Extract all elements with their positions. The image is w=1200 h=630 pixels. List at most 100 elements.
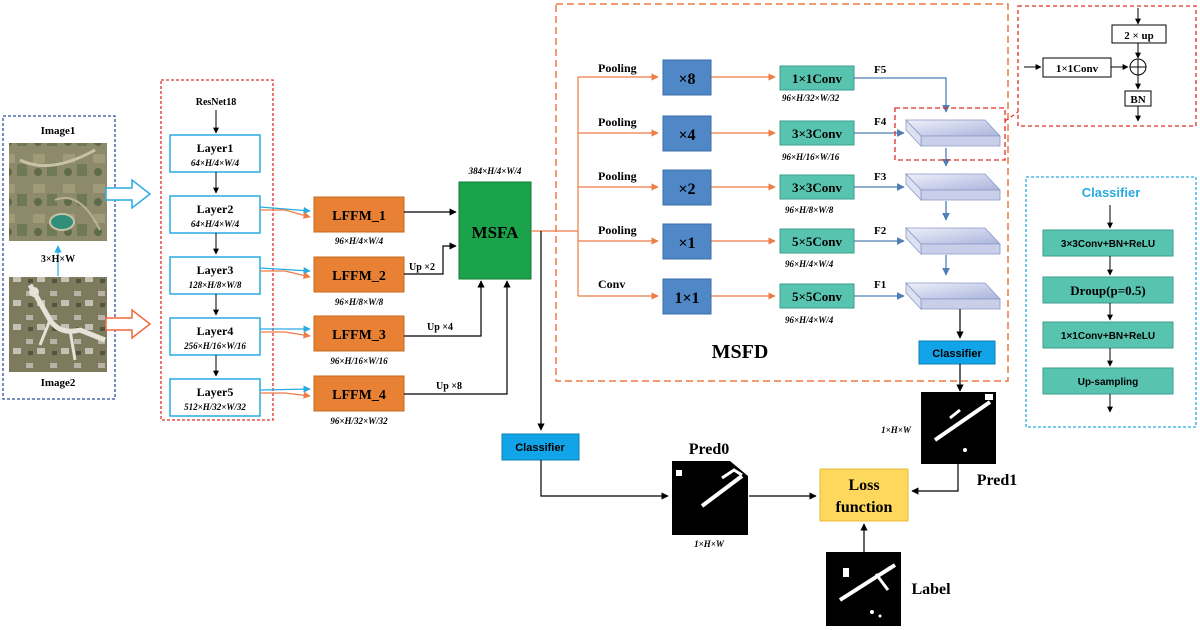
branch-dims: 96×H/4×W/4: [785, 315, 834, 325]
layer-name: Layer3: [197, 263, 234, 277]
branch-op: Pooling: [598, 61, 637, 75]
msfa-output-lines: [531, 230, 578, 431]
upsample-label-4: Up ×4: [427, 322, 453, 333]
loss-function-block: [819, 468, 909, 522]
lffm-label: LFFM_1: [332, 209, 386, 224]
layer-name: Layer1: [197, 141, 234, 155]
branch-dims: 96×H/4×W/4: [785, 259, 834, 269]
branch-dims: 96×H/8×W/8: [785, 205, 834, 215]
branch-conv: 5×5Conv: [792, 234, 843, 249]
branch-scale: ×1: [678, 235, 695, 252]
msfd-classifier-block: [918, 340, 996, 365]
label-mask: [826, 552, 901, 626]
msfa-classifier-block: [501, 433, 580, 461]
pred1-size: 1×H×W: [881, 425, 912, 435]
fusion-up-block: [1111, 24, 1167, 44]
msfa-classifier-label: Classifier: [515, 442, 565, 454]
branch-op: Pooling: [598, 169, 637, 183]
branch-op: Pooling: [598, 223, 637, 237]
encoder-layer-4: Layer4 256×H/16×W/16: [169, 317, 261, 356]
branch-scale: 1×1: [674, 290, 699, 307]
fusion-detail-frame: [1017, 5, 1197, 127]
loss-label-line2: function: [836, 499, 893, 516]
encoder-layer-3: Layer3 128×H/8×W/8: [169, 256, 261, 295]
classifier-step-2: [1042, 276, 1174, 304]
lffm-label: LFFM_4: [332, 388, 386, 403]
classifier-step-2-label: Droup(p=0.5): [1070, 283, 1145, 298]
msfd-branch-f1: Conv 1×1 5×5Conv 96×H/4×W/4 F1: [598, 277, 886, 325]
fusion-detail-link: [1004, 111, 1019, 122]
layer-name: Layer5: [197, 385, 234, 399]
feature-plane-f2: [905, 226, 1001, 256]
branch-feature: F5: [874, 64, 887, 76]
feature-plane-f3: [905, 172, 1001, 202]
branch-conv: 5×5Conv: [792, 289, 843, 304]
branch-feature: F4: [874, 116, 887, 128]
fusion-bn-label: BN: [1130, 94, 1145, 106]
branch-conv: 1×1Conv: [792, 71, 843, 86]
image1-label: Image1: [41, 125, 76, 137]
input-size-label: 3×H×W: [41, 254, 75, 265]
layer-name: Layer4: [197, 324, 234, 338]
pred1-to-loss-arrow: [911, 464, 959, 495]
encoder-to-lffm-arrows: [259, 206, 311, 399]
msfa-label: MSFA: [472, 223, 520, 242]
encoder-layer-1: Layer1 64×H/4×W/4: [169, 134, 261, 173]
encoder-layer-2: Layer2 64×H/4×W/4: [169, 195, 261, 234]
msfd-feature-links: [854, 77, 950, 300]
lffm-4-block: LFFM_4 96×H/32×W/32: [313, 375, 405, 426]
fusion-up-label: 2 × up: [1124, 30, 1154, 42]
lffm-dims: 96×H/16×W/16: [330, 356, 388, 366]
lffm-1-block: LFFM_1 96×H/4×W/4: [313, 196, 405, 246]
encoder-frame: [160, 79, 274, 421]
msfd-branch-f3: Pooling ×2 3×3Conv 96×H/8×W/8 F3: [598, 169, 887, 215]
branch-op: Conv: [598, 277, 625, 291]
branch-scale: ×8: [678, 71, 695, 88]
branch-feature: F1: [874, 279, 886, 291]
image2-label: Image2: [41, 377, 76, 389]
branch-dims: 96×H/32×W/32: [782, 93, 840, 103]
branch-conv: 3×3Conv: [792, 180, 843, 195]
msfd-frame: [555, 3, 1009, 382]
msfd-classifier-label: Classifier: [932, 348, 982, 360]
lffm-label: LFFM_2: [332, 269, 386, 284]
lffm-to-msfa-arrows: [404, 208, 511, 395]
msfa-dims: 384×H/4×W/4: [468, 166, 522, 176]
msfd-branch-f2: Pooling ×1 5×5Conv 96×H/4×W/4 F2: [598, 223, 887, 269]
encoder-layer-5: Layer5 512×H/32×W/32: [169, 378, 261, 417]
branch-scale: ×2: [678, 181, 695, 198]
lffm-dims: 96×H/4×W/4: [335, 236, 384, 246]
msfd-branch-arrows: [578, 73, 776, 300]
pred1-label: Pred1: [977, 472, 1018, 489]
layer-dims: 128×H/8×W/8: [189, 280, 242, 290]
layer-dims: 512×H/32×W/32: [184, 402, 246, 412]
label-caption: Label: [911, 581, 951, 598]
upsample-label-8: Up ×8: [436, 381, 462, 392]
image1-input-arrow: [105, 178, 152, 210]
msfd-branch-f5: Pooling ×8 1×1Conv 96×H/32×W/32 F5: [598, 59, 887, 103]
loss-label-line1: Loss: [848, 477, 879, 494]
classifier-step-4: [1042, 367, 1174, 395]
lffm-dims: 96×H/8×W/8: [335, 297, 384, 307]
branch-scale: ×4: [678, 127, 695, 144]
classifier-step-1: [1042, 229, 1174, 257]
lffm-label: LFFM_3: [332, 328, 386, 343]
layer-dims: 64×H/4×W/4: [191, 219, 240, 229]
classifier-step-3: [1042, 321, 1174, 349]
layer-dims: 256×H/16×W/16: [183, 341, 246, 351]
feature-plane-f4: [905, 118, 1001, 148]
lffm-3-block: LFFM_3 96×H/16×W/16: [313, 315, 405, 366]
classifier-panel-title: Classifier: [1082, 185, 1141, 200]
branch-dims: 96×H/16×W/16: [782, 152, 840, 162]
pred1-mask: [921, 392, 996, 464]
input-images-frame: [2, 115, 116, 400]
image2-input-arrow: [105, 308, 152, 340]
image2-thumbnail: [9, 277, 107, 372]
fusion-highlight-box: [894, 107, 1006, 161]
classifier-panel-frame: [1025, 176, 1197, 428]
layer-name: Layer2: [197, 202, 234, 216]
branch-op: Pooling: [598, 115, 637, 129]
branch-feature: F2: [874, 225, 887, 237]
branch-feature: F3: [874, 171, 887, 183]
feature-plane-f1: [905, 281, 1001, 311]
